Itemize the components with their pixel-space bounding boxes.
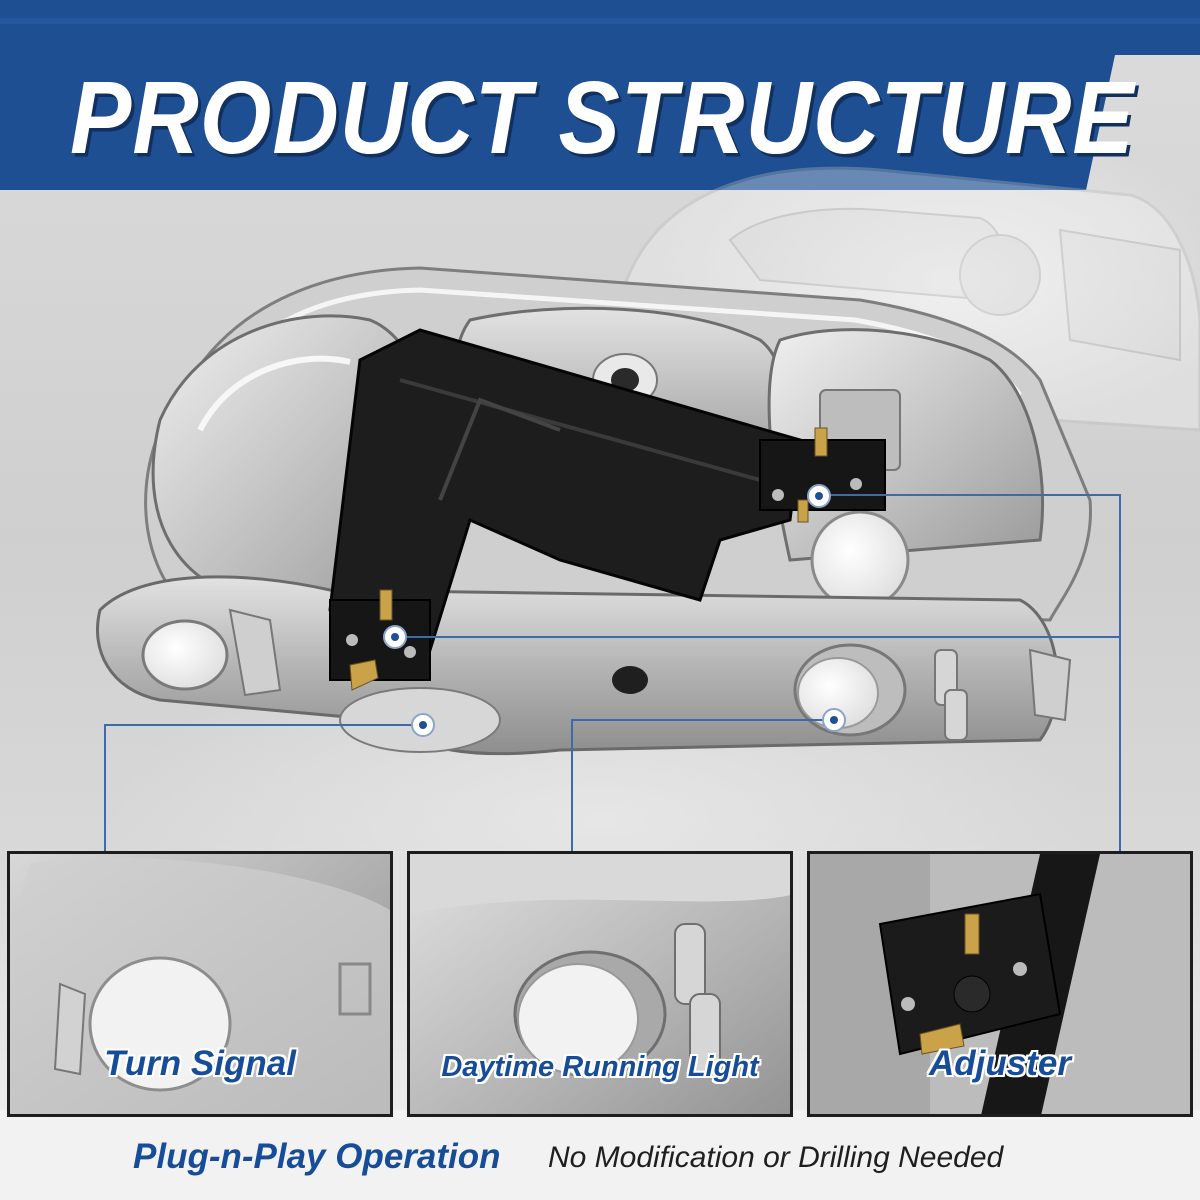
adjuster-panel: Adjuster [807, 851, 1193, 1117]
banner-shape [0, 0, 1200, 195]
turn-signal-label: Turn Signal [104, 1044, 296, 1083]
adjuster-label: Adjuster [929, 1044, 1071, 1083]
plug-n-play-heading: Plug-n-Play Operation [133, 1137, 501, 1176]
header-banner: PRODUCT STRUCTURE [0, 0, 1200, 195]
adjuster-callout-dot [807, 484, 831, 508]
adjuster-closeup [810, 854, 1190, 1114]
turn-signal-panel: Turn Signal [7, 851, 393, 1117]
page-title: PRODUCT STRUCTURE [70, 61, 1135, 176]
turn-signal-callout-dot [411, 713, 435, 737]
callout-lines [104, 494, 1121, 851]
lower-lamp-body [96, 575, 1072, 756]
drl-closeup [410, 854, 790, 1114]
footer-band [0, 1110, 1200, 1200]
drl-callout-dot [822, 708, 846, 732]
drl-label: Daytime Running Light [441, 1051, 759, 1083]
adjuster-bracket [328, 328, 886, 691]
adjuster-callout-dot [383, 625, 407, 649]
drl-panel: Daytime Running Light [407, 851, 793, 1117]
no-modification-note: No Modification or Drilling Needed [548, 1141, 1004, 1174]
footer: Plug-n-Play Operation No Modification or… [0, 1135, 1200, 1185]
turn-signal-closeup [10, 854, 390, 1114]
